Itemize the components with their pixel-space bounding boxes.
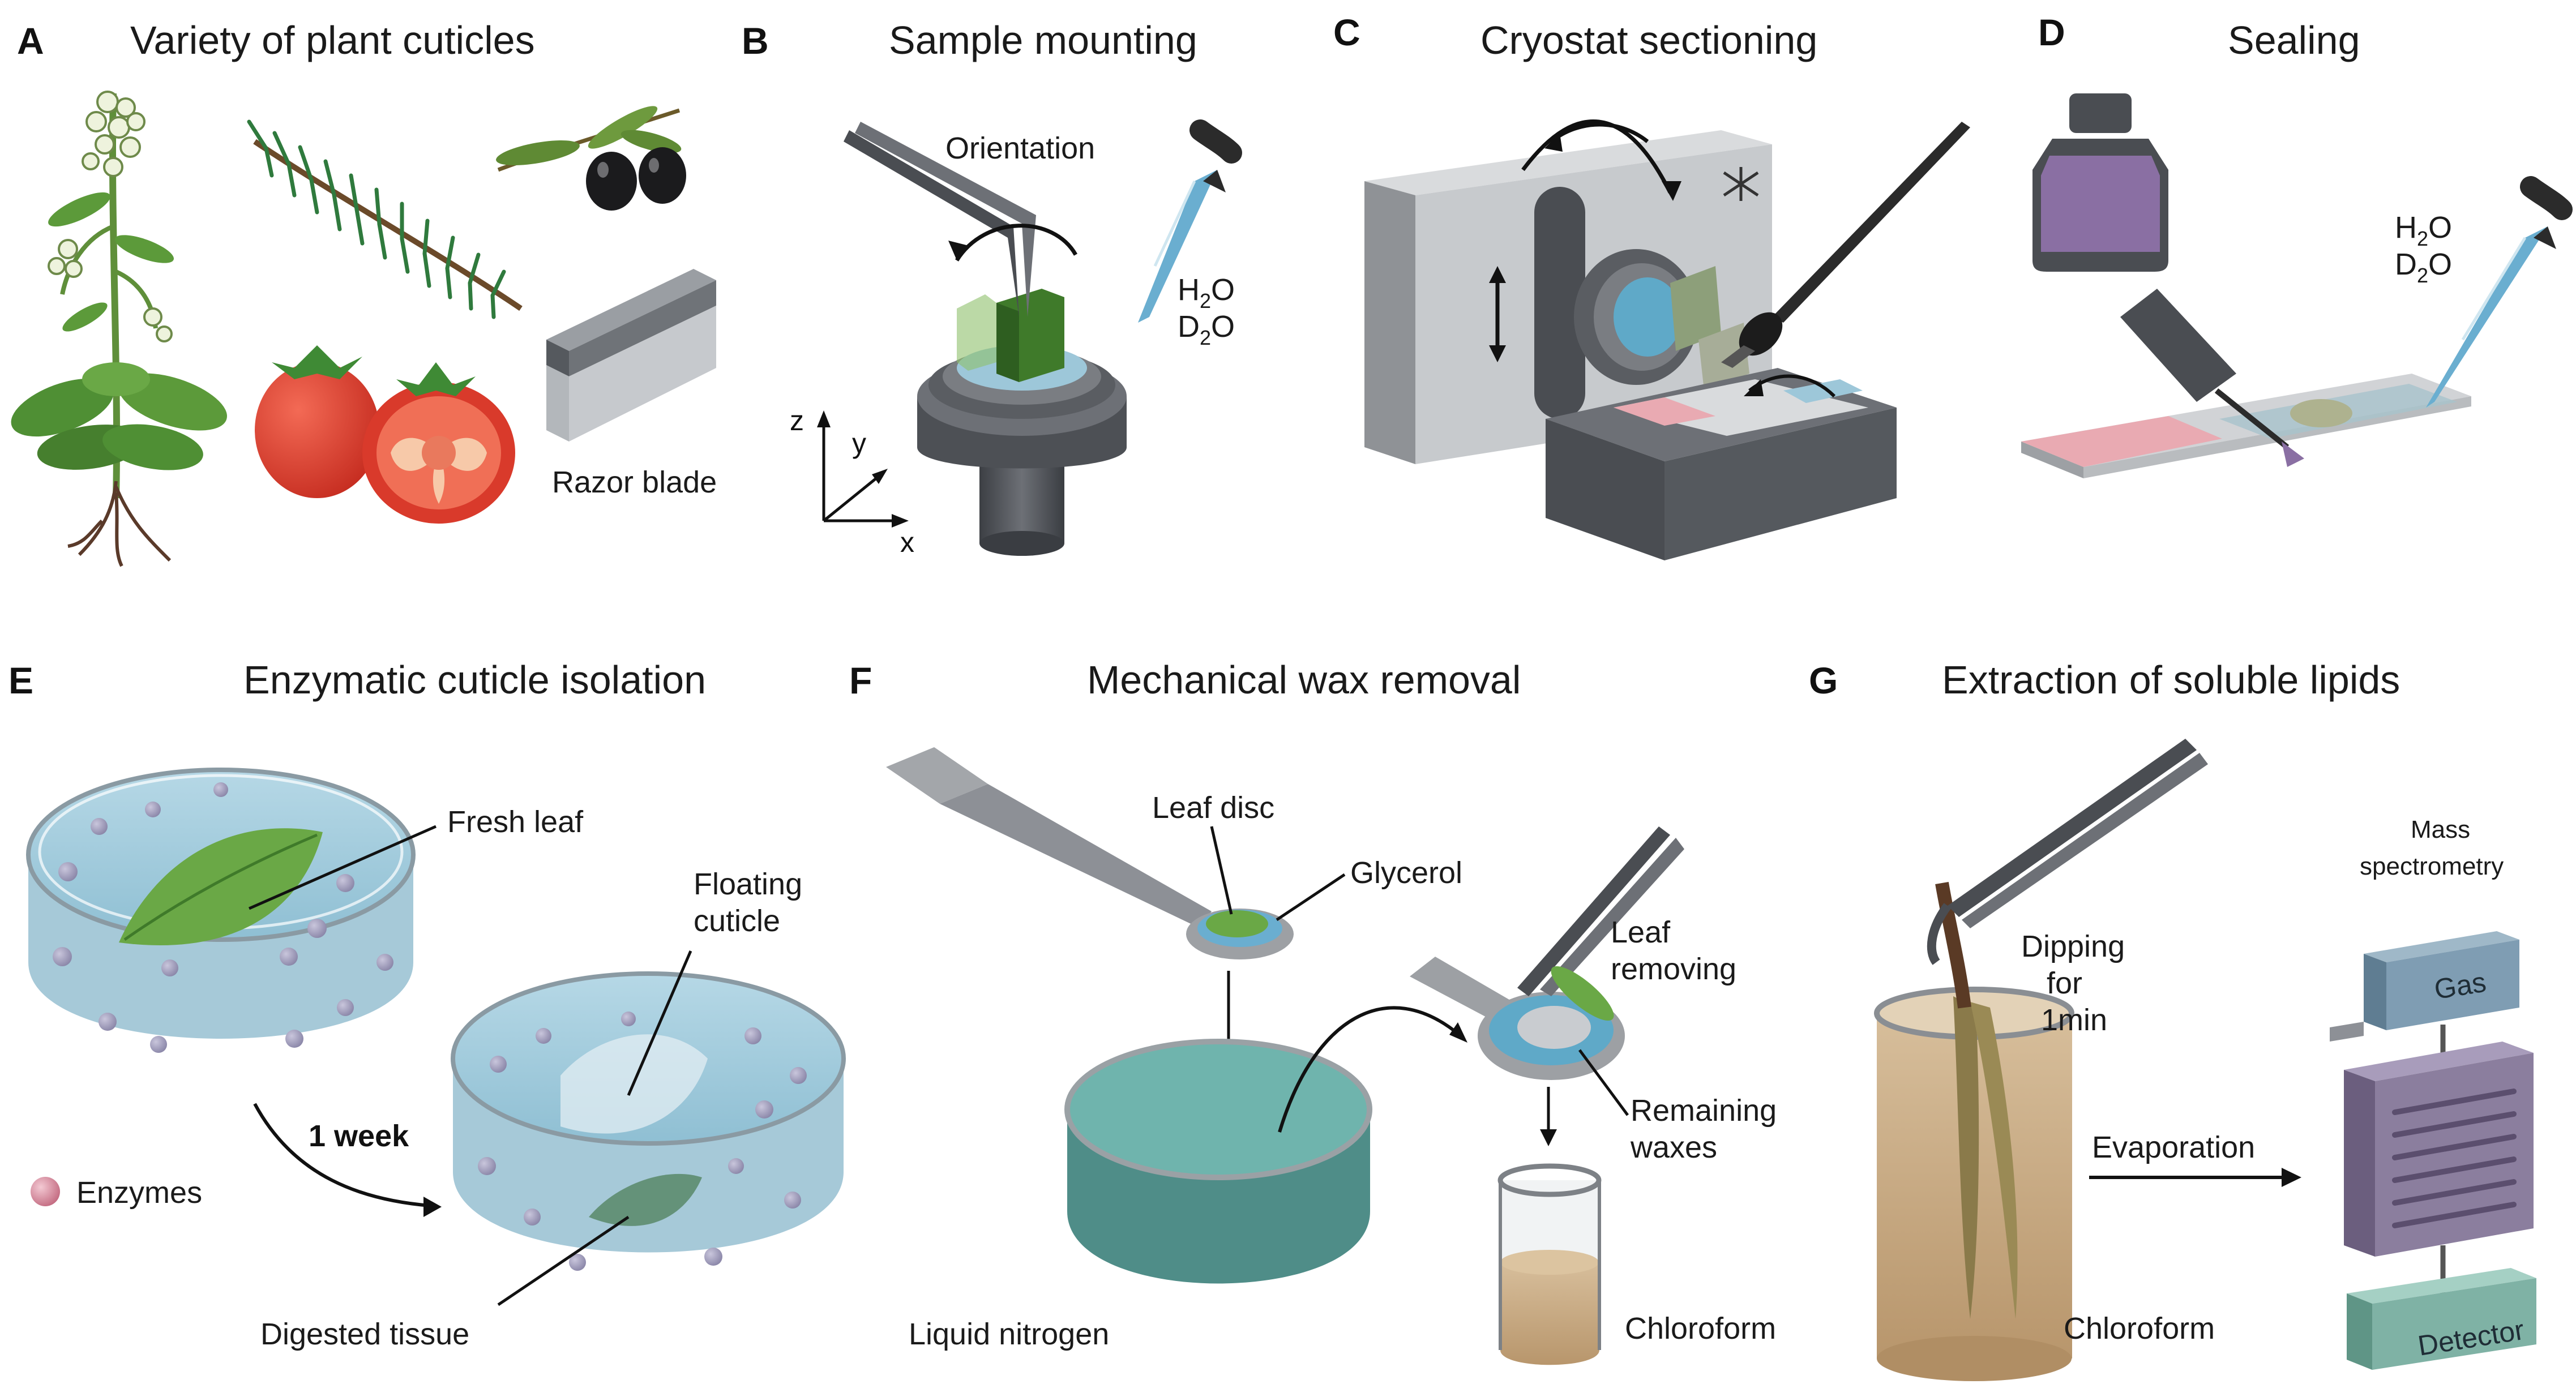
brush-icon <box>1721 122 1970 368</box>
chloroform-label-f: Chloroform <box>1625 1312 1776 1346</box>
rotation-arrow <box>955 224 1078 262</box>
nail-polish-bottle-icon <box>2032 93 2168 272</box>
glycerol-label: Glycerol <box>1350 856 1462 890</box>
microscope-slide-icon <box>2021 374 2471 478</box>
extraction-beaker-icon <box>1874 882 2074 1381</box>
mass-spec-label-2: spectrometry <box>2360 852 2504 880</box>
cryostat-icon <box>1364 130 1897 560</box>
transfer-arrow <box>1278 1006 1462 1133</box>
floating-cuticle-label-2: cuticle <box>694 904 780 938</box>
panel-title-f: Mechanical wax removal <box>1087 658 1521 702</box>
leaf-sample-block <box>957 289 1064 382</box>
liquid-nitrogen-dish-icon <box>1064 1039 1372 1284</box>
axis-z-label: z <box>790 405 804 436</box>
remaining-waxes-label-2: waxes <box>1630 1130 1717 1164</box>
svg-text:D2O: D2O <box>1178 310 1235 349</box>
panel-a: A Variety of plant cuticles <box>11 18 717 567</box>
razor-blade-label: Razor blade <box>552 465 717 499</box>
svg-text:D2O: D2O <box>2395 247 2452 287</box>
panel-g: G Extraction of soluble lipids Dipping f… <box>1809 658 2536 1381</box>
pipette-icon <box>1138 119 1242 323</box>
leaf-removing-label-2: removing <box>1611 952 1736 986</box>
chloroform-label-g: Chloroform <box>2064 1312 2215 1346</box>
mass-spectrometer-icon <box>2330 931 2536 1370</box>
petri-dish-icon-2 <box>451 971 846 1271</box>
dipping-label-1: Dipping <box>2021 929 2125 963</box>
svg-text:H2O: H2O <box>2395 211 2452 250</box>
panel-b: B Sample mounting Orientation <box>742 18 1242 558</box>
panel-title-b: Sample mounting <box>889 18 1197 62</box>
panel-title-e: Enzymatic cuticle isolation <box>243 658 706 702</box>
axis-y-label: y <box>852 427 866 459</box>
leaf-disc-label: Leaf disc <box>1152 791 1274 825</box>
panel-title-c: Cryostat sectioning <box>1480 18 1817 62</box>
panel-c: C Cryostat sectioning <box>1333 11 1970 560</box>
panel-f: F Mechanical wax removal Leaf disc Glyce… <box>849 658 1777 1365</box>
tweezers-icon <box>844 122 1036 317</box>
panel-letter-e: E <box>8 659 33 701</box>
polish-brush-icon <box>2120 289 2304 467</box>
dipping-label-2: for <box>2047 966 2082 1000</box>
panel-title-g: Extraction of soluble lipids <box>1942 658 2400 702</box>
snowflake-icon <box>1723 167 1759 201</box>
water-formula-d: H2O D2O <box>2395 211 2452 287</box>
tweezers-icon-f <box>1517 826 1684 1021</box>
panel-title-a: Variety of plant cuticles <box>130 18 535 62</box>
liquid-nitrogen-label: Liquid nitrogen <box>909 1317 1109 1351</box>
tweezers-icon-g <box>1927 739 2208 965</box>
panel-letter-a: A <box>17 20 44 62</box>
razor-blade-icon <box>546 269 716 442</box>
enzyme-icon <box>31 1177 60 1206</box>
panel-letter-c: C <box>1333 11 1360 53</box>
fresh-leaf-label: Fresh leaf <box>447 805 584 839</box>
dipping-label-3: 1min <box>2041 1003 2107 1037</box>
axis-x-label: x <box>900 526 914 558</box>
spruce-branch-icon <box>247 119 523 319</box>
svg-text:H2O: H2O <box>1178 273 1235 312</box>
pipette-icon-d <box>2426 176 2573 408</box>
panel-letter-g: G <box>1809 659 1838 701</box>
floating-cuticle-label-1: Floating <box>694 867 802 901</box>
beaker-icon <box>1497 1163 1602 1365</box>
spatula-icon-2 <box>1410 957 1625 1080</box>
digested-tissue-label: Digested tissue <box>260 1317 469 1351</box>
arabidopsis-plant-icon <box>11 91 227 567</box>
panel-letter-f: F <box>849 659 872 701</box>
time-arrow <box>253 1103 431 1207</box>
enzymes-label: Enzymes <box>76 1176 202 1210</box>
panel-d: D Sealing H2 <box>2021 11 2573 478</box>
spatula-icon <box>886 747 1294 959</box>
water-formula-b: H2O D2O <box>1178 273 1235 349</box>
remaining-waxes-label-1: Remaining <box>1631 1094 1777 1128</box>
evaporation-label: Evaporation <box>2092 1130 2255 1164</box>
orientation-label: Orientation <box>945 131 1095 165</box>
panel-letter-d: D <box>2038 11 2065 53</box>
panel-title-d: Sealing <box>2228 18 2360 62</box>
motion-arrow <box>1521 119 1672 194</box>
petri-dish-icon <box>26 768 416 1053</box>
olive-branch-icon <box>496 106 686 211</box>
mass-spec-label-1: Mass <box>2411 816 2470 843</box>
panel-letter-b: B <box>742 20 769 62</box>
tomato-icon <box>255 345 515 524</box>
panel-e: E Enzymatic cuticle isolation Fresh leaf <box>8 658 846 1351</box>
leaf-removing-label-1: Leaf <box>1611 915 1671 949</box>
xyz-axes: z y x <box>790 405 914 558</box>
time-label: 1 week <box>309 1119 409 1153</box>
